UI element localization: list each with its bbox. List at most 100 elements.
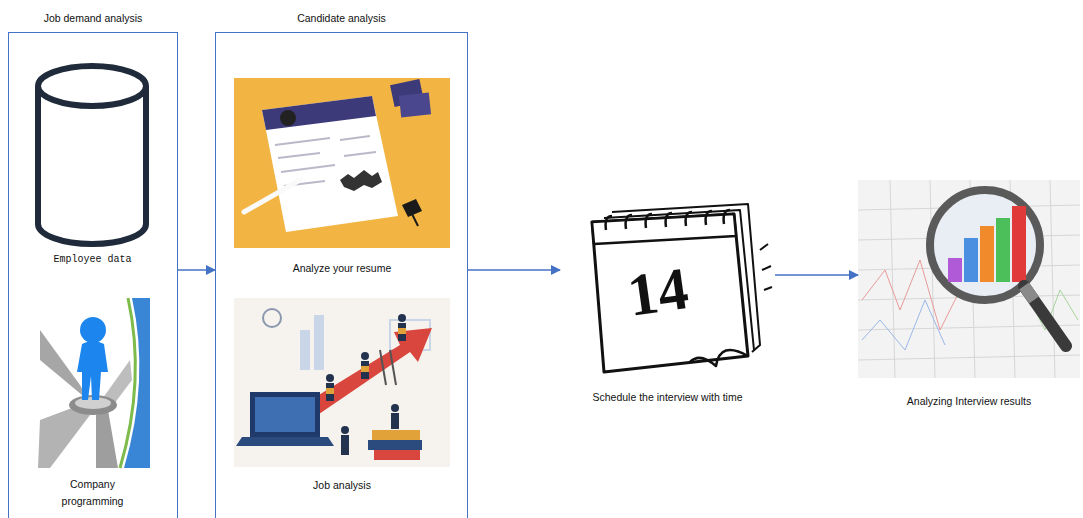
- resume-photo: [344, 152, 376, 156]
- flow-arrow: [468, 269, 560, 271]
- calendar-sketch: [724, 210, 730, 224]
- chart-magnifier-picture: [1050, 180, 1055, 378]
- chart-magnifier-picture: [1024, 286, 1034, 300]
- job-analysis-picture: [341, 426, 349, 434]
- job-analysis-picture: [361, 352, 369, 360]
- job-analysis-picture: [234, 298, 450, 467]
- calendar-sketch: [592, 204, 772, 372]
- group-panel: Job demand analysisEmployee dataCompany …: [8, 32, 178, 518]
- calendar-sketch: [606, 210, 730, 230]
- chart-magnifier-picture: [858, 180, 1080, 378]
- job-analysis-picture: [255, 397, 315, 432]
- job-analysis-picture: [368, 440, 422, 450]
- calendar-sketch: [592, 214, 736, 244]
- job-analysis-picture: [391, 404, 399, 412]
- job-analysis-picture: [263, 309, 281, 327]
- job-analysis-picture: [374, 450, 420, 460]
- picture-node: Analyze your resume: [234, 78, 450, 277]
- flow-arrow: [775, 274, 858, 276]
- job-analysis-picture: [326, 383, 334, 401]
- crossroads-picture: [77, 341, 108, 400]
- picture-node: Company programming: [35, 298, 150, 510]
- crossroads-picture: [35, 298, 150, 468]
- calendar-sketch: [626, 215, 632, 229]
- job-analysis-picture: [398, 323, 406, 341]
- job-analysis-picture: [300, 330, 310, 370]
- chart-magnifier-picture: [890, 180, 895, 378]
- calendar-sketch: [706, 211, 712, 225]
- job-analysis-picture: [326, 314, 406, 455]
- chart-magnifier-picture: [1012, 206, 1026, 282]
- chart-magnifier-picture: [858, 355, 1080, 360]
- picture-node: Analyzing Interview results: [858, 180, 1080, 410]
- resume-photo: [281, 165, 335, 172]
- calendar-sketch: [666, 213, 672, 227]
- crossroads-picture: [38, 405, 90, 468]
- resume-photo: [340, 136, 370, 140]
- resume-photo: [234, 78, 450, 248]
- job-analysis-picture: [398, 328, 406, 334]
- picture-caption: Company programming: [47, 476, 139, 510]
- calendar-sketch: [592, 214, 748, 372]
- job-analysis-picture: [361, 366, 369, 372]
- picture-node: Job analysis: [234, 298, 450, 494]
- resume-photo: [399, 92, 431, 117]
- picture-caption: Schedule the interview with time: [560, 389, 775, 406]
- chart-magnifier-picture: [980, 226, 994, 282]
- picture-caption: Job analysis: [234, 477, 450, 494]
- flow-arrow: [178, 269, 215, 271]
- database-icon: [38, 66, 146, 244]
- calendar-sketch: [690, 350, 748, 366]
- chart-magnifier-picture: [1024, 286, 1066, 346]
- job-analysis-picture: [361, 361, 369, 379]
- calendar-date: 14: [624, 258, 692, 326]
- chart-magnifier-picture: [964, 238, 978, 282]
- job-analysis-picture: [326, 328, 406, 394]
- picture-node: Employee data: [35, 65, 150, 268]
- chart-magnifier-picture: [930, 180, 935, 378]
- calendar-sketch: [646, 214, 652, 228]
- group-panel: Candidate analysisAnalyze your resumeJob…: [215, 32, 468, 518]
- job-analysis-picture: [250, 392, 320, 437]
- database-icon: [38, 86, 146, 244]
- job-analysis-picture: [391, 413, 399, 429]
- chart-magnifier-picture: [858, 180, 1080, 378]
- job-analysis-picture: [372, 430, 420, 440]
- calendar-sketch: [760, 244, 772, 290]
- resume-photo: [340, 170, 382, 191]
- calendar-sketch: [606, 216, 612, 230]
- job-analysis-picture: [326, 388, 334, 394]
- resume-photo: [262, 96, 376, 130]
- resume-photo: [412, 214, 418, 226]
- picture-caption: Analyze your resume: [234, 260, 450, 277]
- resume-photo: [262, 96, 398, 232]
- chart-magnifier-picture: [862, 300, 945, 350]
- resume-photo: [275, 138, 330, 145]
- crossroads-picture: [35, 298, 150, 468]
- chart-magnifier-picture: [948, 258, 962, 282]
- calendar-sketch: [686, 212, 692, 226]
- resume-photo: [234, 78, 450, 248]
- picture-caption: Employee data: [35, 251, 150, 268]
- database-icon: [38, 66, 146, 106]
- job-analysis-picture: [341, 435, 349, 455]
- job-analysis-picture: [398, 314, 406, 322]
- job-analysis-picture: [380, 350, 386, 385]
- job-analysis-picture: [314, 315, 324, 370]
- picture-caption: Analyzing Interview results: [858, 393, 1080, 410]
- job-analysis-picture: [326, 374, 334, 382]
- crossroads-picture: [96, 410, 118, 468]
- resume-photo: [280, 110, 296, 126]
- job-analysis-picture: [390, 350, 396, 385]
- panel-title: Job demand analysis: [9, 11, 177, 25]
- crossroads-picture: [80, 317, 106, 343]
- resume-photo: [244, 180, 300, 212]
- panel-title: Candidate analysis: [216, 11, 467, 25]
- chart-magnifier-picture: [858, 180, 1080, 378]
- resume-photo: [278, 153, 320, 158]
- job-analysis-picture: [234, 298, 450, 467]
- chart-magnifier-picture: [996, 218, 1010, 282]
